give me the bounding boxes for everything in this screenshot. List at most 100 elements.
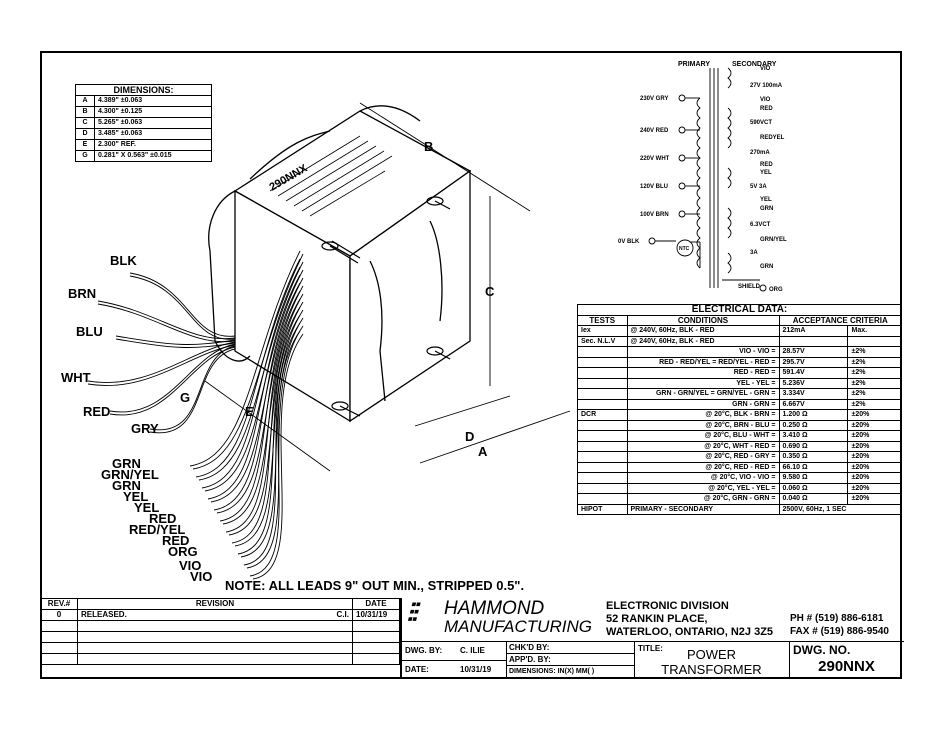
primary-tap-label: 100V BRN: [640, 212, 669, 218]
lead-wire: [207, 274, 301, 500]
primary-tap-label: 230V GRY: [640, 96, 668, 102]
lead-wire: [213, 282, 301, 511]
lead-wire: [243, 322, 301, 566]
lead-wire: [210, 277, 304, 503]
electrical-value: 0.350 Ω: [778, 451, 849, 463]
primary-tap-label: 240V RED: [640, 128, 669, 134]
title-line-1: POWER: [686, 647, 737, 662]
electrical-condition: @ 20°C, BRN - BLU =: [626, 419, 780, 431]
electrical-test: [577, 367, 628, 379]
electrical-row: @ 20°C, BLU - WHT =3.410 Ω±20%: [577, 430, 902, 442]
lead-wire: [87, 341, 236, 383]
electrical-value: 0.060 Ω: [778, 482, 849, 494]
electrical-value: 3.334V: [778, 388, 849, 400]
company-address-1: 52 RANKIN PLACE,: [606, 613, 708, 625]
lead-wire: [198, 261, 304, 481]
lead-wire: [97, 300, 236, 340]
secondary-lead-label: 27V 100mA: [750, 83, 783, 89]
electrical-test: [577, 472, 628, 484]
electrical-test: [577, 388, 628, 400]
secondary-lead-label: 5V 3A: [750, 184, 767, 190]
electrical-value: 9.580 Ω: [778, 472, 849, 484]
company-address-2: WATERLOO, ONTARIO, N2J 3Z5: [606, 626, 774, 638]
electrical-tolerance: ±2%: [847, 367, 902, 379]
secondary-lead-label: GRN: [760, 264, 773, 270]
electrical-row: @ 20°C, RED - RED =66.10 Ω±20%: [577, 461, 902, 473]
checked-by-label: CHK'D BY:: [509, 643, 550, 652]
electrical-row: @ 20°C, VIO - VIO =9.580 Ω±20%: [577, 472, 902, 484]
date-label: DATE:: [405, 665, 429, 674]
electrical-test: HIPOT: [577, 503, 628, 515]
electrical-value: 66.10 Ω: [778, 461, 849, 473]
electrical-test: [577, 430, 628, 442]
company-phone: PH # (519) 886-6181: [790, 613, 884, 624]
electrical-condition: @ 20°C, YEL - YEL =: [626, 482, 780, 494]
secondary-lead-label: GRN/YEL: [760, 237, 787, 243]
electrical-value: 3.410 Ω: [778, 430, 849, 442]
electrical-tolerance: ±2%: [847, 388, 902, 400]
lead-label-bottom: ORG: [168, 544, 198, 559]
electrical-row: GRN - GRN =6.667V±2%: [577, 398, 902, 410]
secondary-lead-label: 590VCT: [750, 120, 772, 126]
title-label: TITLE:: [638, 644, 663, 653]
company-name-2: MANUFACTURING: [444, 617, 592, 636]
dwg-no-value: 290NNX: [818, 658, 875, 675]
lead-label-bottom: GRN: [112, 478, 141, 493]
electrical-row: @ 20°C, YEL - YEL =0.060 Ω±20%: [577, 482, 902, 494]
electrical-row: RED - RED/YEL = RED/YEL - RED =295.7V±2%: [577, 356, 902, 368]
lead-wire: [115, 335, 236, 345]
electrical-condition: @ 20°C, RED - GRY =: [626, 451, 780, 463]
electrical-row: DCR@ 20°C, BLK - BRN =1.200 Ω±20%: [577, 409, 902, 421]
electrical-value: 6.667V: [778, 398, 849, 410]
dim-b-label: B: [424, 139, 433, 154]
lead-label-red: RED: [83, 404, 111, 419]
electrical-tolerance: ±2%: [847, 356, 902, 368]
lead-wire: [129, 272, 236, 337]
dimension-value: 0.281" X 0.563" ±0.015: [94, 150, 212, 162]
electrical-tolerance: ±20%: [847, 451, 902, 463]
electrical-row: @ 20°C, WHT - RED =0.690 Ω±20%: [577, 440, 902, 452]
revision-date: 10/31/19: [352, 609, 400, 621]
lead-wire: [231, 306, 301, 544]
lead-wire: [195, 258, 301, 478]
lead-wire: [109, 346, 236, 416]
electrical-condition: @ 20°C, VIO - VIO =: [626, 472, 780, 484]
secondary-lead-label: GRN: [760, 206, 773, 212]
secondary-lead-label: 6.3VCT: [750, 222, 771, 228]
col-acceptance: ACCEPTANCE CRITERIA: [778, 314, 902, 326]
col-conditions: CONDITIONS: [626, 314, 780, 326]
secondary-lead-label: 270mA: [750, 150, 770, 156]
secondary-lead-label: VIO: [760, 97, 771, 103]
lead-wire: [201, 266, 301, 489]
secondary-lead-label: VIO: [760, 66, 771, 72]
electrical-value: 5.236V: [778, 377, 849, 389]
dwg-by-label: DWG. BY:: [405, 646, 443, 655]
electrical-tolerance: ±2%: [847, 377, 902, 389]
ntc-label: NTC: [679, 246, 690, 252]
lead-label-brn: BRN: [68, 286, 97, 301]
electrical-condition: YEL - YEL =: [626, 377, 780, 389]
lead-label-bottom: YEL: [134, 500, 160, 515]
lead-label-gry: GRY: [131, 421, 159, 436]
lead-label-wht: WHT: [61, 370, 91, 385]
lead-wire: [222, 293, 304, 525]
electrical-condition: RED - RED/YEL = RED/YEL - RED =: [626, 356, 780, 368]
title-block: DWG. BY: C. ILIE DATE: 10/31/19 CHK'D BY…: [400, 641, 904, 679]
secondary-lead-label: REDYEL: [760, 135, 785, 141]
electrical-condition: PRIMARY - SECONDARY: [626, 503, 780, 515]
lead-label-bottom: VIO: [190, 569, 213, 584]
lead-wire: [252, 333, 304, 580]
revision-by: C.I.: [326, 609, 353, 621]
electrical-tolerance: Max.: [847, 325, 902, 337]
rev-header: REV.#: [40, 598, 78, 610]
electrical-tolerance: ±20%: [847, 430, 902, 442]
electrical-condition: @ 240V, 60Hz, BLK - RED: [626, 325, 780, 337]
lead-wire: [204, 269, 304, 492]
electrical-row: GRN - GRN/YEL = GRN/YEL - GRN =3.334V±2%: [577, 388, 902, 400]
date-value: 10/31/19: [460, 665, 492, 674]
dwg-by-value: C. ILIE: [460, 646, 485, 655]
title-line-2: TRANSFORMER: [661, 662, 762, 677]
